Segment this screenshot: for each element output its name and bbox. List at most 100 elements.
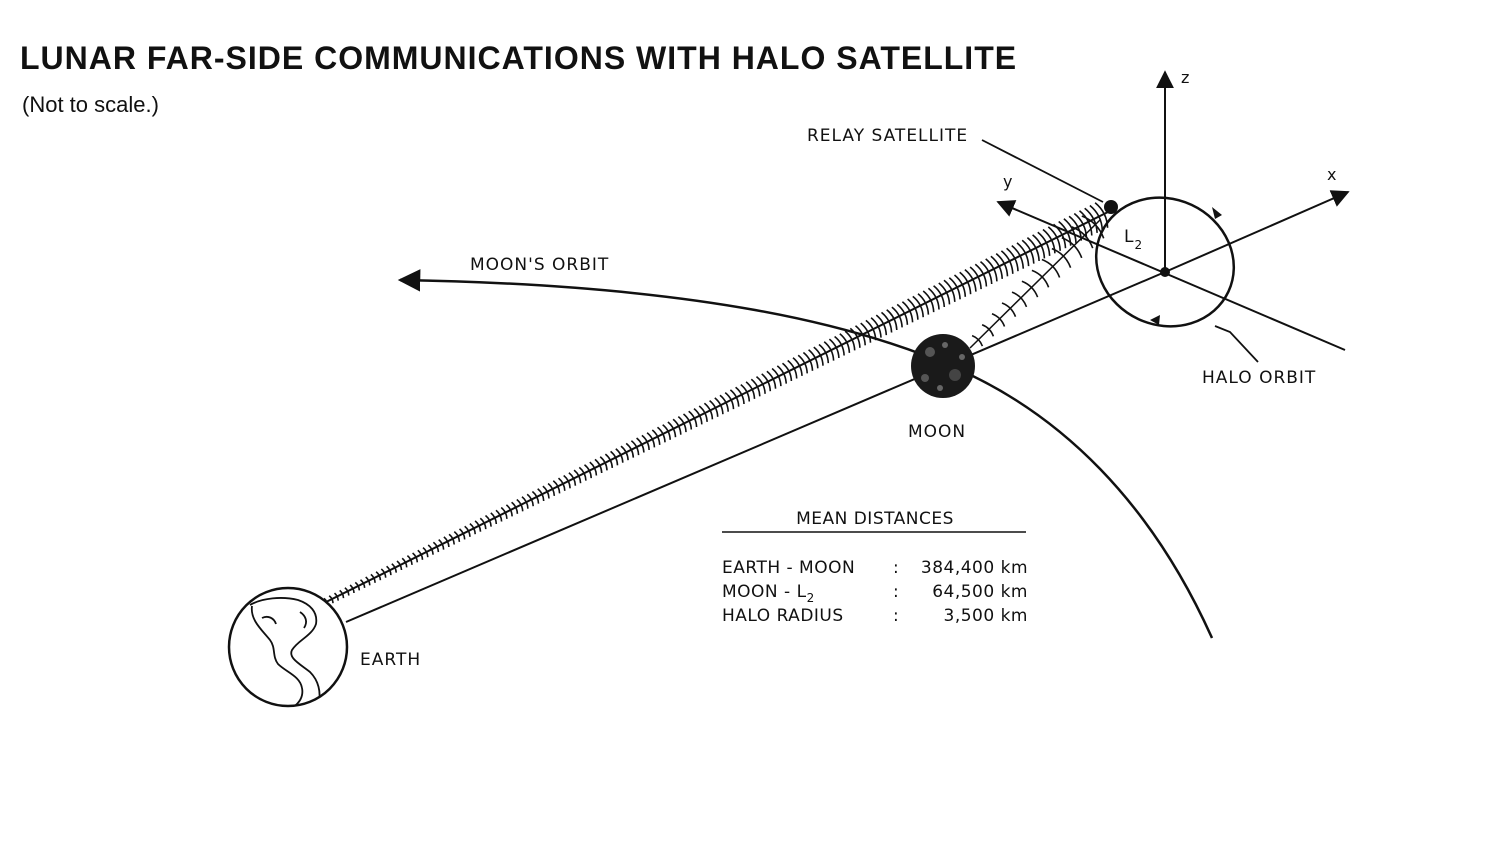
signal-wave-tick (969, 266, 982, 290)
signal-wave-tick (823, 341, 835, 361)
z-axis-label: z (1181, 68, 1189, 87)
signal-wave-tick (630, 440, 640, 456)
signal-wave-tick (927, 287, 940, 310)
signal-wave-tick (1081, 215, 1105, 239)
halo-orbit-label: HALO ORBIT (1202, 368, 1316, 388)
distance-row-value: 64,500 km (932, 582, 1028, 602)
signal-wave-tick (981, 323, 995, 337)
signal-wave-tick (971, 334, 984, 347)
signal-wave-tick (865, 319, 877, 341)
signal-wave-tick (354, 581, 361, 591)
signal-wave-tick (396, 560, 403, 571)
signal-wave-tick (735, 386, 745, 405)
signal-wave-tick (469, 522, 476, 535)
signal-wave-tick (688, 410, 698, 428)
signal-wave-tick (339, 589, 345, 599)
signal-wave-tick (813, 346, 824, 366)
signal-wave-tick (537, 488, 545, 502)
signal-wave-tick (563, 474, 571, 489)
signal-wave-tick (359, 579, 366, 588)
signal-wave-tick (422, 546, 429, 558)
signal-wave-tick (557, 477, 566, 491)
signal-wave-tick (703, 402, 714, 420)
signal-wave-tick (781, 362, 793, 382)
signal-wave-tick (641, 434, 650, 451)
signal-wave-tick (448, 533, 455, 545)
signal-wave-tick (495, 509, 503, 522)
signal-wave-tick (849, 327, 861, 348)
distance-row-label: MOON - L2 (722, 582, 815, 605)
signal-wave-tick (1037, 231, 1051, 256)
signal-wave-tick (386, 565, 392, 576)
signal-wave-tick (912, 295, 924, 318)
signal-wave-tick (412, 552, 419, 563)
distance-row-label: HALO RADIUS (722, 606, 844, 626)
signal-wave-tick (646, 432, 656, 448)
signal-wave-tick (474, 520, 482, 532)
signal-wave-tick (1051, 247, 1072, 268)
signal-wave-tick (1021, 280, 1039, 298)
signal-wave-tick (328, 595, 334, 604)
signal-wave-tick (464, 525, 471, 537)
relay-satellite-leader (981, 139, 1104, 203)
signal-wave-tick (750, 378, 761, 397)
signal-wave-tick (771, 367, 782, 387)
signal-wave-tick (1011, 244, 1025, 269)
signal-wave-tick (458, 528, 466, 540)
signal-wave-tick (490, 512, 498, 525)
signal-wave-tick (792, 357, 803, 376)
signal-wave-tick (740, 383, 751, 402)
signal-wave-tick (370, 573, 376, 583)
signal-wave-tick (667, 421, 677, 438)
signal-wave-tick (724, 391, 735, 410)
signal-wave-tick (578, 466, 587, 481)
signal-wave-tick (406, 554, 413, 565)
signal-wave-tick (933, 285, 946, 308)
signal-wave-tick (620, 445, 629, 461)
halo-orbit-ellipse (1094, 196, 1236, 328)
signal-wave-tick (1071, 226, 1094, 249)
signal-wave-tick (808, 349, 819, 369)
signal-wave-tick (651, 429, 661, 445)
signal-wave-tick (896, 303, 909, 325)
signal-wave-tick (834, 335, 845, 356)
distance-row-value: 3,500 km (944, 606, 1028, 626)
signal-wave-tick (1078, 210, 1093, 236)
signal-wave-tick (453, 530, 461, 542)
signal-wave-tick (844, 330, 856, 351)
signal-wave-tick (891, 306, 903, 328)
y-axis-label: y (1003, 172, 1012, 191)
signal-wave-tick (677, 415, 687, 433)
signal-wave-tick (500, 506, 508, 519)
signal-wave-tick (1084, 207, 1098, 233)
signal-wave-tick (880, 311, 893, 333)
signal-wave-tick (839, 333, 851, 353)
signal-wave-tick (979, 260, 993, 285)
signal-wave-tick (511, 501, 519, 514)
signal-wave-tick (870, 317, 882, 338)
signal-wave-tick (729, 389, 740, 407)
signal-wave-tick (516, 498, 524, 512)
signal-wave-tick (828, 338, 840, 359)
signal-wave-tick (542, 485, 550, 499)
signal-wave-tick (875, 314, 888, 336)
y-axis-line (996, 200, 1346, 351)
signal-wave-tick (714, 397, 724, 415)
moon-label: MOON (908, 422, 966, 442)
signal-wave-tick (589, 461, 598, 476)
signal-wave-tick (432, 541, 440, 553)
signal-wave-tick (953, 274, 967, 297)
relay-satellite (1104, 200, 1118, 214)
signal-wave-tick (698, 405, 708, 422)
signal-wave-tick (636, 437, 645, 453)
signal-wave-tick (521, 496, 529, 509)
page-title: LUNAR FAR-SIDE COMMUNICATIONS WITH HALO … (20, 40, 1018, 76)
signal-wave-tick (1094, 202, 1109, 228)
signal-wave-tick (1000, 250, 1014, 274)
signal-wave-tick (625, 442, 635, 458)
moons-orbit-label: MOON'S ORBIT (470, 255, 609, 275)
signal-wave-tick (547, 482, 556, 496)
signal-wave-tick (995, 252, 1009, 277)
distance-row-label: EARTH - MOON (722, 558, 855, 578)
signal-wave-tick (1063, 218, 1077, 244)
